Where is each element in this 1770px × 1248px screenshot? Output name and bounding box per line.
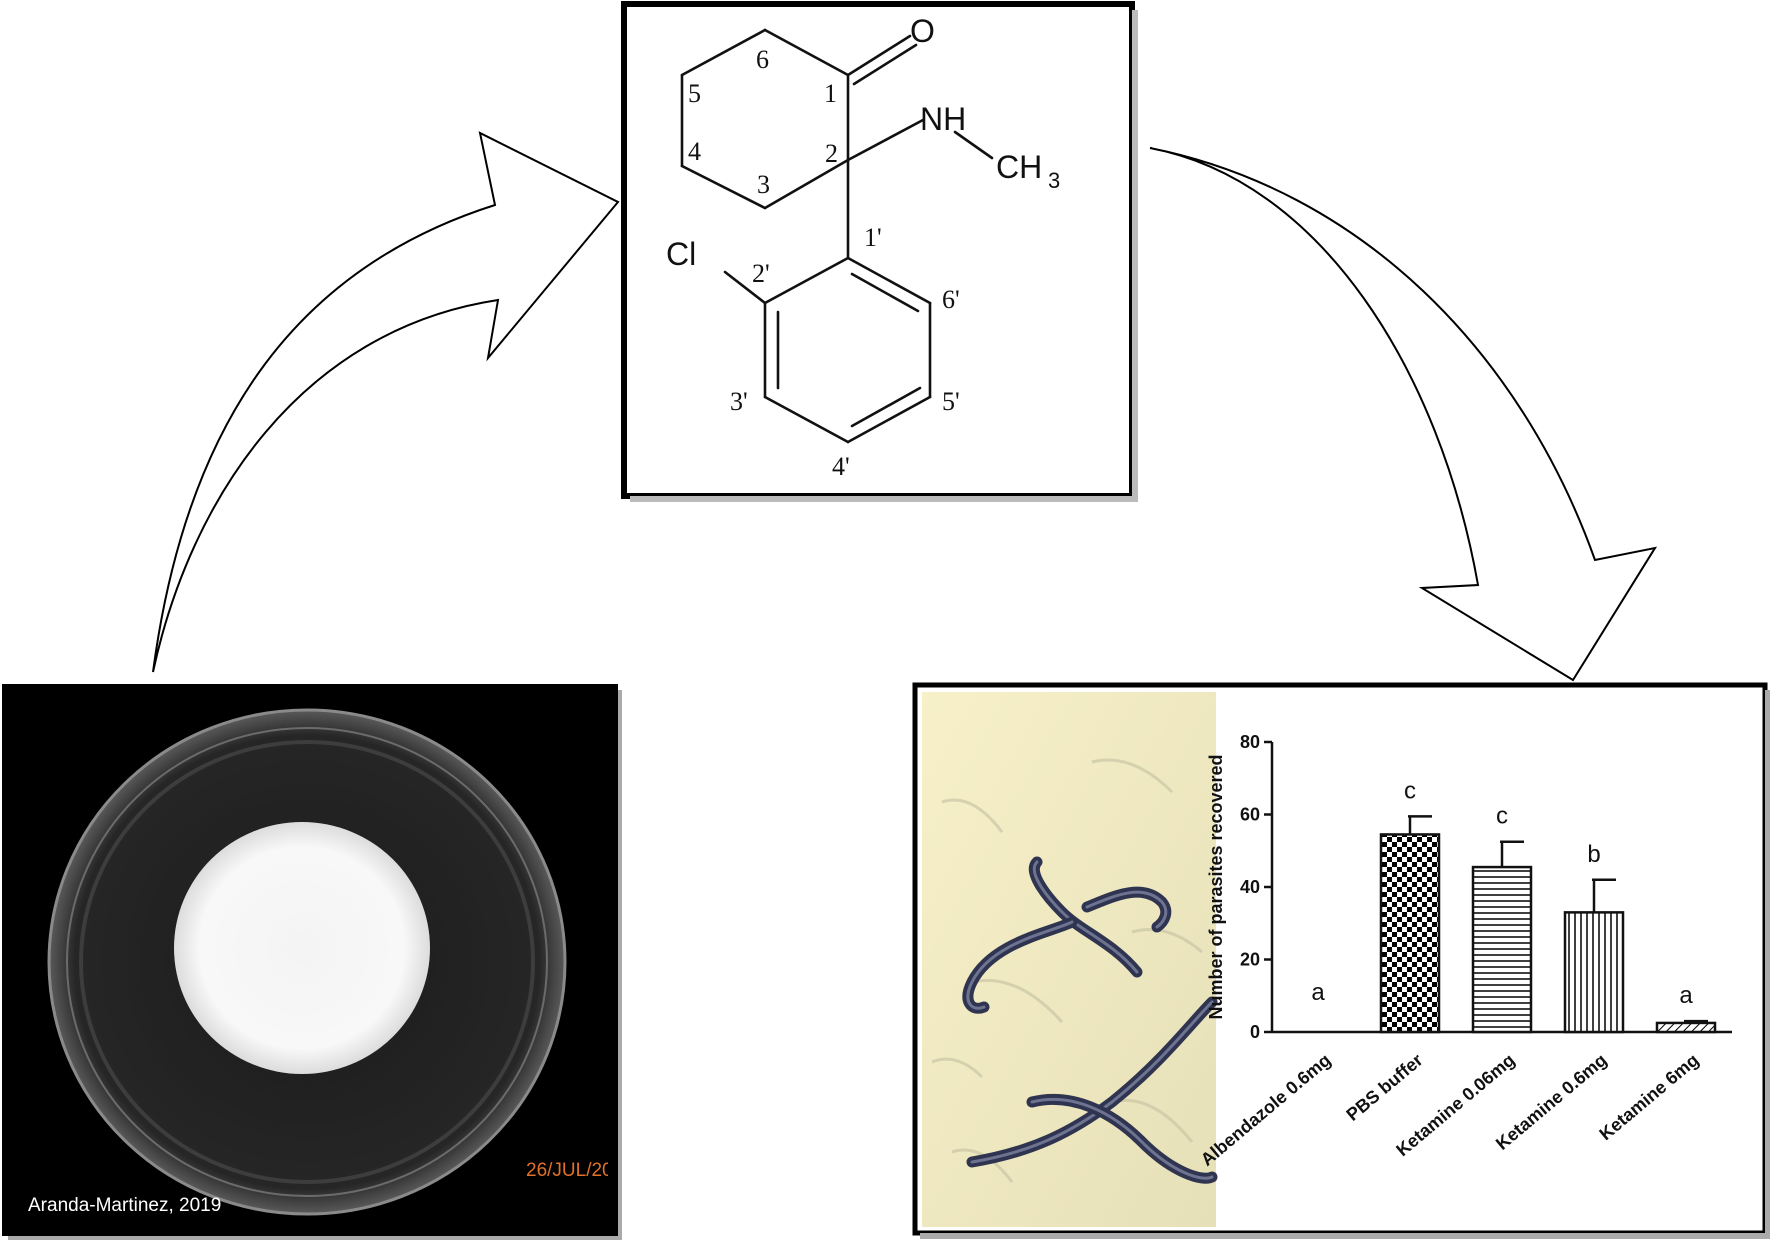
ring-label: 4 — [688, 137, 701, 166]
ring-label: 5 — [688, 79, 701, 108]
aryl-label: 2' — [752, 259, 770, 288]
significance-letter: b — [1587, 841, 1600, 868]
ring-label: 1 — [824, 79, 837, 108]
significance-letter: c — [1404, 777, 1416, 804]
methyl-subscript: 3 — [1048, 168, 1060, 193]
ring-label: 2 — [825, 139, 838, 168]
arrow-molecule-to-result — [1149, 147, 1658, 682]
y-tick-label: 40 — [1240, 877, 1260, 897]
bar — [1655, 1021, 1717, 1034]
y-tick-label: 80 — [1240, 732, 1260, 752]
significance-letter: a — [1311, 979, 1325, 1006]
significance-letter: a — [1679, 982, 1693, 1009]
ring-label: 3 — [757, 170, 770, 199]
nematode-micrograph — [922, 692, 1218, 1227]
y-tick-label: 20 — [1240, 950, 1260, 970]
bar — [1471, 865, 1533, 1034]
y-tick-label: 60 — [1240, 805, 1260, 825]
aryl-label: 6' — [942, 285, 960, 314]
photo-date-stamp: 26/JUL/20 — [526, 1160, 608, 1181]
y-axis-label: Number of parasites recovered — [1206, 754, 1226, 1019]
photo-credit: Aranda-Martinez, 2019 — [28, 1195, 222, 1216]
nh-group: NH — [920, 101, 966, 137]
aryl-label: 3' — [730, 387, 748, 416]
fungal-colony — [174, 822, 430, 1074]
arrow-dish-to-molecule — [152, 131, 620, 673]
aryl-label: 4' — [832, 452, 850, 481]
aryl-label: 1' — [864, 223, 882, 252]
significance-letter: c — [1496, 803, 1508, 830]
oxygen-atom: O — [910, 13, 935, 49]
methyl-group: CH — [996, 149, 1042, 185]
chlorine-atom: Cl — [666, 236, 696, 272]
bar — [1379, 833, 1441, 1034]
petri-dish-photo — [2, 684, 622, 1240]
bond-lines — [680, 28, 994, 444]
y-tick-label: 0 — [1250, 1022, 1260, 1042]
ring-label: 6 — [756, 45, 769, 74]
bar — [1563, 911, 1625, 1034]
aryl-label: 5' — [942, 387, 960, 416]
